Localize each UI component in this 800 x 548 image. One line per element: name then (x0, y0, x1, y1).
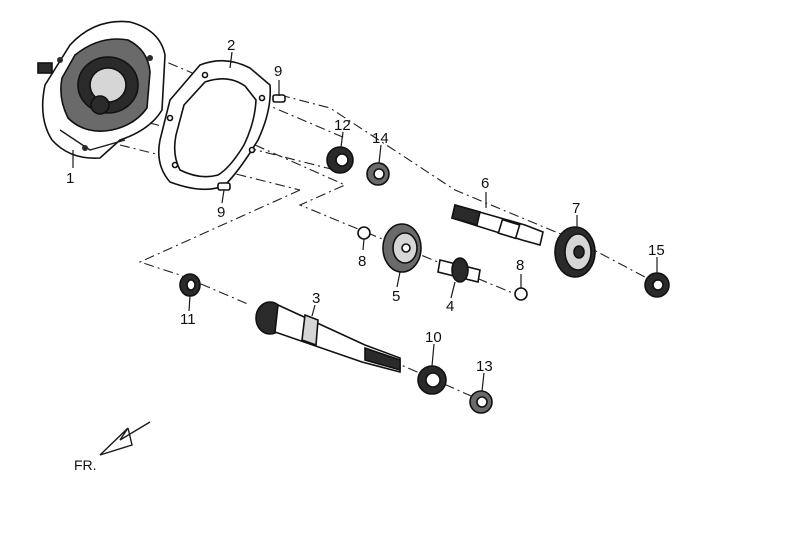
callout-13: 13 (476, 358, 493, 375)
pinion-shaft-4 (437, 257, 481, 283)
callout-numbers: 1 2 9 9 12 14 6 7 15 8 5 4 8 11 3 10 13 (66, 37, 665, 375)
front-direction-indicator: FR. (74, 421, 151, 473)
bearing-10 (417, 365, 447, 395)
callout-3: 3 (312, 290, 320, 307)
callout-10: 10 (425, 329, 442, 346)
callout-15: 15 (648, 242, 665, 259)
seal-11 (179, 273, 201, 297)
washer-8-right (514, 287, 528, 301)
callout-9-lower: 9 (217, 204, 225, 221)
leader-lines (72, 51, 658, 392)
callout-9-upper: 9 (274, 63, 282, 80)
washer-8-left (357, 226, 371, 240)
main-shaft-3 (255, 301, 401, 374)
callout-5: 5 (392, 288, 400, 305)
gear-7 (554, 226, 596, 278)
dowel-pin-lower (217, 182, 231, 191)
gear-5 (382, 223, 422, 273)
drive-shaft-6 (451, 203, 544, 246)
oil-seal-12 (326, 146, 354, 174)
dowel-pin-upper (272, 94, 286, 103)
callout-8-left: 8 (358, 253, 366, 270)
callout-14: 14 (372, 130, 389, 147)
callout-6: 6 (481, 175, 489, 192)
seal-15 (644, 272, 670, 298)
callout-12: 12 (334, 117, 351, 134)
transmission-case (37, 20, 166, 159)
callout-8-right: 8 (516, 257, 524, 274)
bearing-14 (366, 162, 390, 186)
washer-13 (469, 390, 493, 414)
gasket (157, 59, 272, 191)
callout-4: 4 (446, 298, 454, 315)
callout-11: 11 (180, 311, 196, 328)
callout-2: 2 (227, 37, 235, 54)
front-label: FR. (74, 457, 97, 473)
callout-7: 7 (572, 200, 580, 217)
callout-1: 1 (66, 170, 74, 187)
